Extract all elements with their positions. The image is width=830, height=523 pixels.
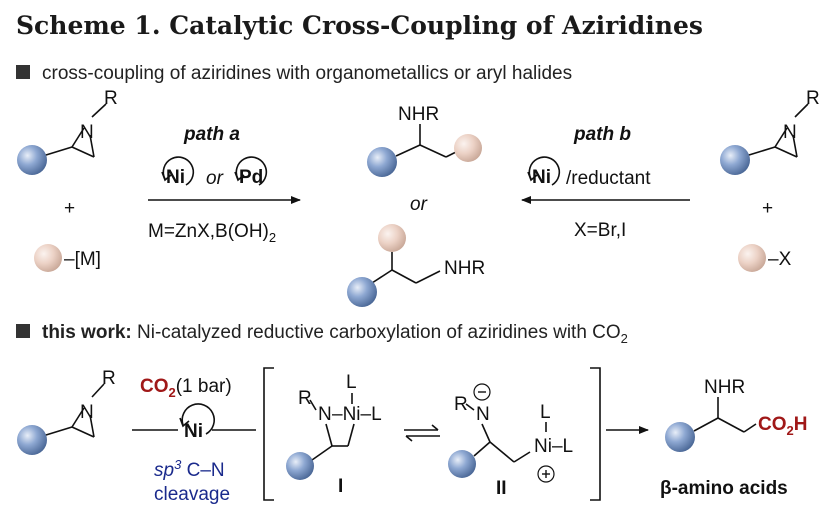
bottom-ni-cycle: Ni (179, 403, 215, 442)
path-b-label: path b (573, 124, 631, 145)
coupling-sphere (738, 244, 766, 272)
product-bottom: NHR (347, 224, 485, 307)
section2-bullet (16, 324, 30, 338)
left-bracket (263, 367, 274, 501)
sp3-cn-label: sp3 C–N (154, 457, 225, 481)
int2-N: N (476, 404, 490, 425)
coupling-sphere (378, 224, 406, 252)
intermediate-II: R N L Ni–L II (448, 383, 573, 499)
left-organometallic: –[M] (34, 244, 101, 272)
right-aryl-halide: –X (738, 244, 792, 272)
path-b-conditions: X=Br,I (574, 220, 626, 241)
aziridine-R-label: R (104, 88, 118, 109)
int1-N: N (318, 404, 332, 425)
path-a-or: or (206, 168, 224, 189)
aziridine-N-label: N (80, 402, 94, 423)
int1-label: I (338, 476, 343, 497)
left-plus: + (64, 198, 75, 219)
aziridine-R-label: R (102, 368, 116, 389)
aryl-sphere (665, 422, 695, 452)
co2-reagent: CO2(1 bar) (140, 376, 232, 400)
path-a-ni: Ni (166, 167, 185, 188)
beta-amino-acid-product: NHR CO2H β-amino acids (660, 377, 807, 499)
bottom-aziridine: N R (17, 368, 116, 455)
product-top-NHR: NHR (398, 104, 439, 125)
section2-heading: this work: Ni-catalyzed reductive carbox… (42, 322, 628, 346)
path-a-pd-cycle: Pd (234, 156, 268, 188)
product-CO2H: CO2H (758, 414, 807, 438)
right-aziridine: N R (720, 88, 820, 175)
aryl-sphere (17, 145, 47, 175)
aryl-sphere (347, 277, 377, 307)
minus-charge (473, 383, 491, 401)
plus-charge (537, 465, 555, 483)
products-or: or (410, 194, 428, 215)
aziridine-N-label: N (783, 122, 797, 143)
bottom-ni: Ni (184, 421, 203, 442)
int1-L-top: L (346, 372, 357, 393)
int2-label: II (496, 478, 507, 499)
product-NHR: NHR (704, 377, 745, 398)
int2-L-top: L (540, 402, 551, 423)
right-bracket (590, 367, 601, 501)
equilibrium-arrows (404, 424, 440, 442)
coupling-sphere (34, 244, 62, 272)
aziridine-N-label: N (80, 122, 94, 143)
aryl-sphere (448, 450, 476, 478)
product-bottom-NHR: NHR (444, 258, 485, 279)
coupling-sphere (454, 134, 482, 162)
path-b-ni-cycle: Ni (527, 156, 561, 188)
section1-heading: cross-coupling of aziridines with organo… (42, 63, 572, 84)
left-aziridine: N R (17, 88, 118, 175)
product-label: β-amino acids (660, 478, 788, 499)
path-a-conditions: M=ZnX,B(OH)2 (148, 221, 276, 245)
int1-R: R (298, 388, 312, 409)
path-b-ni: Ni (532, 167, 551, 188)
aryl-sphere (367, 147, 397, 177)
aziridine-R-label: R (806, 88, 820, 109)
halide-label: –X (768, 249, 792, 270)
aryl-sphere (286, 452, 314, 480)
intermediate-I: R N –Ni–L L I (286, 372, 382, 497)
int2-Ni: Ni–L (534, 436, 573, 457)
aryl-sphere (720, 145, 750, 175)
section1-bullet (16, 65, 30, 79)
scheme-title: Scheme 1. Catalytic Cross-Coupling of Az… (16, 11, 703, 40)
int2-R: R (454, 394, 468, 415)
int1-Ni: –Ni–L (332, 404, 382, 425)
path-a-label: path a (183, 124, 240, 145)
path-a-pd: Pd (239, 167, 263, 188)
cleavage-label: cleavage (154, 484, 230, 505)
right-plus: + (762, 198, 773, 219)
path-b-reductant: /reductant (566, 168, 651, 189)
path-a-ni-cycle: Ni (161, 156, 195, 188)
metal-label: –[M] (64, 249, 101, 270)
product-top: NHR (367, 104, 482, 177)
aryl-sphere (17, 425, 47, 455)
